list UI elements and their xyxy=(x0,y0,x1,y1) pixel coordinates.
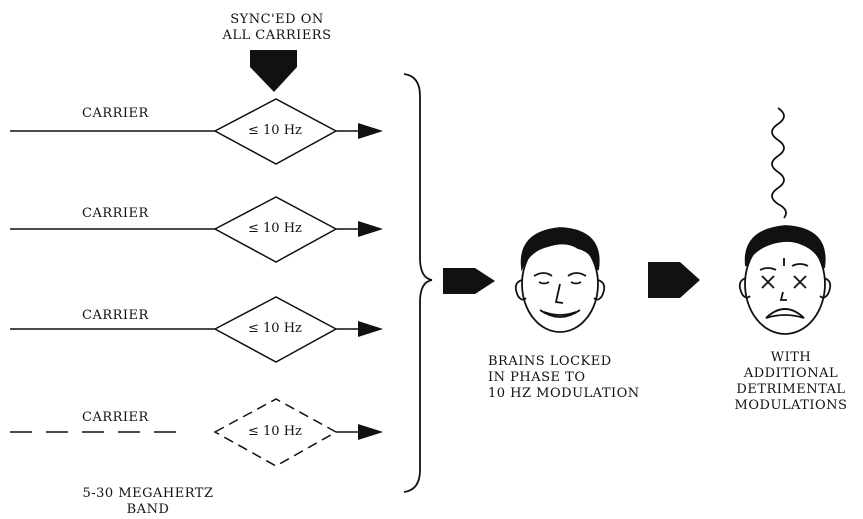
squiggle-icon xyxy=(771,107,787,219)
carrier-label-3: CARRIER xyxy=(82,308,149,323)
detrimental-label: WITH ADDITIONAL DETRIMENTAL MODULATIONS xyxy=(726,350,856,414)
band-label: 5-30 MEGAHERTZ BAND xyxy=(78,486,218,518)
carrier-line-1 xyxy=(10,98,383,165)
calm-face-icon xyxy=(514,227,606,333)
detrimental-label-line-1: WITH xyxy=(770,350,812,365)
detrimental-label-line-4: MODULATIONS xyxy=(734,398,848,413)
carrier-label-1: CARRIER xyxy=(82,106,149,121)
freq-label-1: ≤ 10 Hz xyxy=(248,123,302,138)
curly-brace xyxy=(403,73,433,493)
sync-label-line-2: ALL CARRIERS xyxy=(222,28,332,43)
sync-label: SYNC'ED ON ALL CARRIERS xyxy=(222,12,332,44)
sync-label-line-1: SYNC'ED ON xyxy=(230,12,324,27)
fat-arrow-2 xyxy=(648,262,700,298)
band-label-line-2: BAND xyxy=(126,502,170,517)
detrimental-label-line-3: DETRIMENTAL xyxy=(736,382,846,397)
carrier-label-4: CARRIER xyxy=(82,410,149,425)
freq-label-2: ≤ 10 Hz xyxy=(248,221,302,236)
sync-arrow xyxy=(250,50,297,92)
band-label-line-1: 5-30 MEGAHERTZ xyxy=(82,486,214,501)
distressed-face-icon xyxy=(738,225,832,335)
carrier-label-2: CARRIER xyxy=(82,206,149,221)
freq-label-3: ≤ 10 Hz xyxy=(248,321,302,336)
brains-label-line-2: IN PHASE TO xyxy=(488,370,586,385)
freq-label-4: ≤ 10 Hz xyxy=(248,424,302,439)
carrier-line-2 xyxy=(10,196,383,263)
carrier-line-3 xyxy=(10,296,383,363)
fat-arrow-1 xyxy=(443,268,495,294)
carrier-line-4 xyxy=(10,398,383,467)
detrimental-label-line-2: ADDITIONAL xyxy=(743,366,839,381)
brains-label-line-1: BRAINS LOCKED xyxy=(488,354,612,369)
brains-label: BRAINS LOCKED IN PHASE TO 10 HZ MODULATI… xyxy=(488,354,640,402)
brains-label-line-3: 10 HZ MODULATION xyxy=(488,386,640,401)
